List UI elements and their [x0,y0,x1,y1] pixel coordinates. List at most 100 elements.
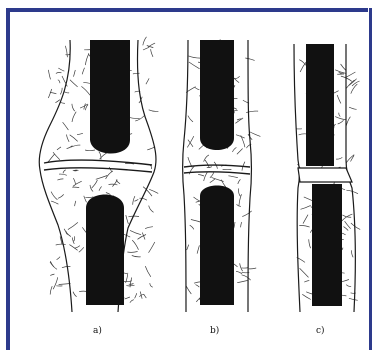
tissue-hatch-stroke [116,180,120,184]
tissue-hatch-stroke [190,225,194,229]
tissue-hatch-stroke [66,54,71,55]
tissue-hatch-stroke [301,205,311,209]
tissue-hatch-stroke [239,188,241,196]
tissue-hatch-stroke [242,211,251,217]
tissue-hatch-stroke [151,49,153,57]
tissue-hatch-stroke [187,136,194,147]
tissue-hatch-stroke [84,196,87,203]
tissue-hatch-stroke [72,104,75,111]
tissue-hatch-stroke [300,61,307,72]
tissue-hatch-stroke [299,60,306,66]
panel-c-label: c) [316,326,325,336]
panel-a-joint-line [44,160,152,172]
tissue-hatch-stroke [205,160,209,168]
tissue-hatch-stroke [238,179,241,184]
tissue-hatch-stroke [133,196,135,205]
tissue-hatch-stroke [135,293,137,298]
tissue-hatch-stroke [148,43,155,47]
tissue-hatch-stroke [338,120,344,124]
tissue-hatch-stroke [50,286,52,294]
panel-c-fusion-zone [298,168,352,182]
tissue-hatch-stroke [302,294,311,299]
tissue-hatch-stroke [77,133,83,134]
tissue-hatch-stroke [242,275,251,280]
tissue-hatch-stroke [67,135,70,142]
tissue-hatch-stroke [106,193,111,195]
tissue-hatch-stroke [304,197,313,201]
tissue-hatch-stroke [130,118,140,119]
tissue-hatch-stroke [150,165,152,169]
tissue-hatch-stroke [189,56,201,58]
tissue-hatch-stroke [58,80,60,83]
tissue-hatch-stroke [143,47,149,50]
tissue-hatch-stroke [246,111,258,112]
tissue-hatch-stroke [211,177,223,181]
tissue-hatch-stroke [349,107,357,109]
tissue-hatch-stroke [249,132,260,137]
tissue-hatch-stroke [237,281,247,283]
tissue-hatch-stroke [58,68,64,71]
tissue-hatch-stroke [351,84,358,94]
tissue-hatch-stroke [73,178,75,184]
panel-a-joint [39,40,156,312]
tissue-hatch-stroke [149,189,158,193]
tissue-hatch-stroke [186,286,191,294]
tissue-hatch-stroke [241,222,242,227]
tissue-hatch-stroke [233,147,237,152]
tissue-hatch-stroke [57,179,63,180]
tissue-hatch-stroke [127,252,137,253]
tissue-hatch-stroke [346,155,354,163]
tissue-hatch-stroke [68,222,78,229]
tissue-hatch-stroke [57,257,61,260]
tissue-hatch-stroke [349,298,358,300]
tissue-hatch-stroke [73,292,77,297]
tissue-hatch-stroke [149,242,155,253]
tissue-hatch-stroke [50,92,57,93]
tissue-hatch-stroke [63,122,69,130]
tissue-hatch-stroke [236,135,245,138]
tissue-hatch-stroke [63,170,66,174]
tissue-hatch-stroke [196,285,200,288]
tissue-hatch-stroke [53,277,58,289]
tissue-hatch-stroke [73,181,82,186]
panel-a-lower-bone [86,195,124,306]
tissue-hatch-stroke [334,124,336,128]
tissue-hatch-stroke [342,280,349,282]
tissue-hatch-stroke [92,180,98,188]
panel-c-upper-bone [306,44,334,166]
tissue-hatch-stroke [64,229,71,237]
tissue-hatch-stroke [126,215,129,224]
tissue-hatch-stroke [145,227,153,229]
tissue-hatch-stroke [236,271,242,274]
tissue-hatch-stroke [53,152,60,160]
tissue-hatch-stroke [210,173,214,178]
tissue-hatch-stroke [50,274,54,275]
tissue-hatch-stroke [228,176,237,178]
tissue-hatch-stroke [143,37,147,46]
tissue-hatch-stroke [85,54,89,65]
tissue-hatch-stroke [303,215,308,224]
tissue-hatch-stroke [204,155,209,162]
tissue-hatch-stroke [149,206,154,213]
tissue-hatch-stroke [79,247,84,252]
tissue-hatch-stroke [341,64,347,71]
tissue-hatch-stroke [55,100,60,103]
tissue-hatch-stroke [346,117,350,127]
tissue-hatch-stroke [60,88,62,95]
tissue-hatch-stroke [204,172,208,181]
tissue-hatch-stroke [335,117,346,120]
panel-b-label: b) [210,326,219,336]
tissue-hatch-stroke [65,46,67,57]
tissue-hatch-stroke [58,194,64,198]
tissue-hatch-stroke [198,175,204,176]
tissue-hatch-stroke [145,266,151,277]
tissue-hatch-stroke [351,223,360,229]
tissue-hatch-stroke [300,268,309,277]
tissue-hatch-stroke [129,284,134,285]
tissue-hatch-stroke [90,185,93,192]
panel-a-label: a) [93,326,102,336]
tissue-hatch-stroke [59,174,67,175]
tissue-hatch-stroke [59,284,71,285]
tissue-hatch-stroke [139,198,147,200]
